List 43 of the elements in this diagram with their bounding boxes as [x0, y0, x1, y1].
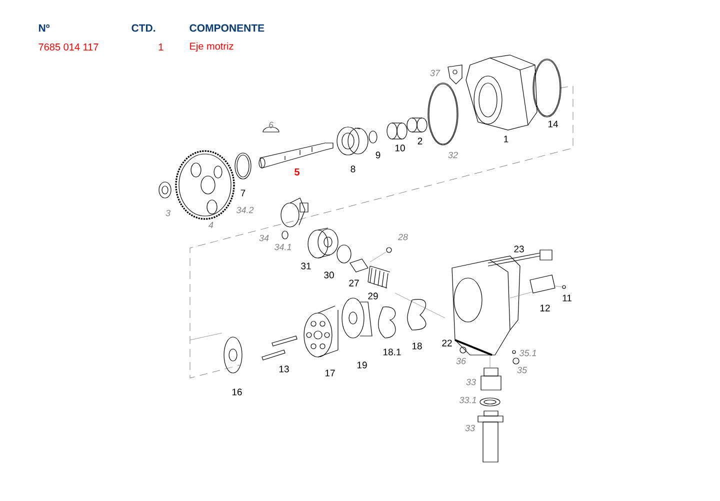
- table-cell: 1: [158, 44, 164, 50]
- callout-number: 28: [398, 234, 408, 240]
- callout-number: 7: [240, 190, 246, 196]
- callout-number: 37: [430, 70, 440, 76]
- callout-number: 32: [448, 152, 458, 158]
- callout-number: 34.2: [236, 206, 254, 214]
- callout-number: 16: [232, 388, 242, 396]
- column-header: COMPONENTE: [190, 24, 264, 32]
- callout-number: 33: [466, 378, 476, 386]
- column-header: Nº: [39, 24, 50, 32]
- callout-number: 34: [259, 234, 269, 242]
- callout-number: 35.1: [519, 350, 536, 356]
- callout-number: 22: [442, 340, 452, 346]
- callout-number: 33: [465, 424, 475, 432]
- callout-number: 23: [514, 246, 524, 252]
- callout-number: 18: [412, 342, 422, 350]
- callout-number: 10: [395, 144, 405, 152]
- callout-number: 17: [325, 370, 335, 376]
- callout-number: 9: [376, 152, 380, 158]
- callout-number: 14: [548, 120, 558, 128]
- callout-number: 2: [418, 138, 422, 144]
- callout-number: 36: [456, 358, 466, 364]
- callout-number: 19: [357, 362, 367, 368]
- callout-number: 5: [294, 168, 300, 176]
- callout-number: 3: [166, 210, 170, 216]
- callout-number: 30: [324, 272, 334, 278]
- callout-number: 1: [504, 136, 508, 142]
- callout-number: 4: [208, 222, 214, 228]
- callout-number: 33.1: [459, 396, 476, 404]
- callout-number: 13: [279, 366, 289, 372]
- column-header: CTD.: [132, 24, 156, 32]
- table-cell: Eje motriz: [190, 42, 234, 52]
- callout-number: 29: [368, 292, 378, 300]
- callout-number: 8: [350, 166, 356, 172]
- callout-number: 12: [540, 304, 550, 312]
- callout-number: 11: [562, 294, 572, 302]
- callout-number: 6: [269, 122, 274, 128]
- callout-number: 27: [349, 280, 359, 286]
- callout-number: 31: [301, 262, 311, 270]
- table-cell: 7685 014 117: [38, 43, 98, 51]
- callout-number: 34.1: [274, 244, 291, 250]
- callout-number: 35: [517, 366, 528, 374]
- callout-number: 18.1: [383, 348, 401, 356]
